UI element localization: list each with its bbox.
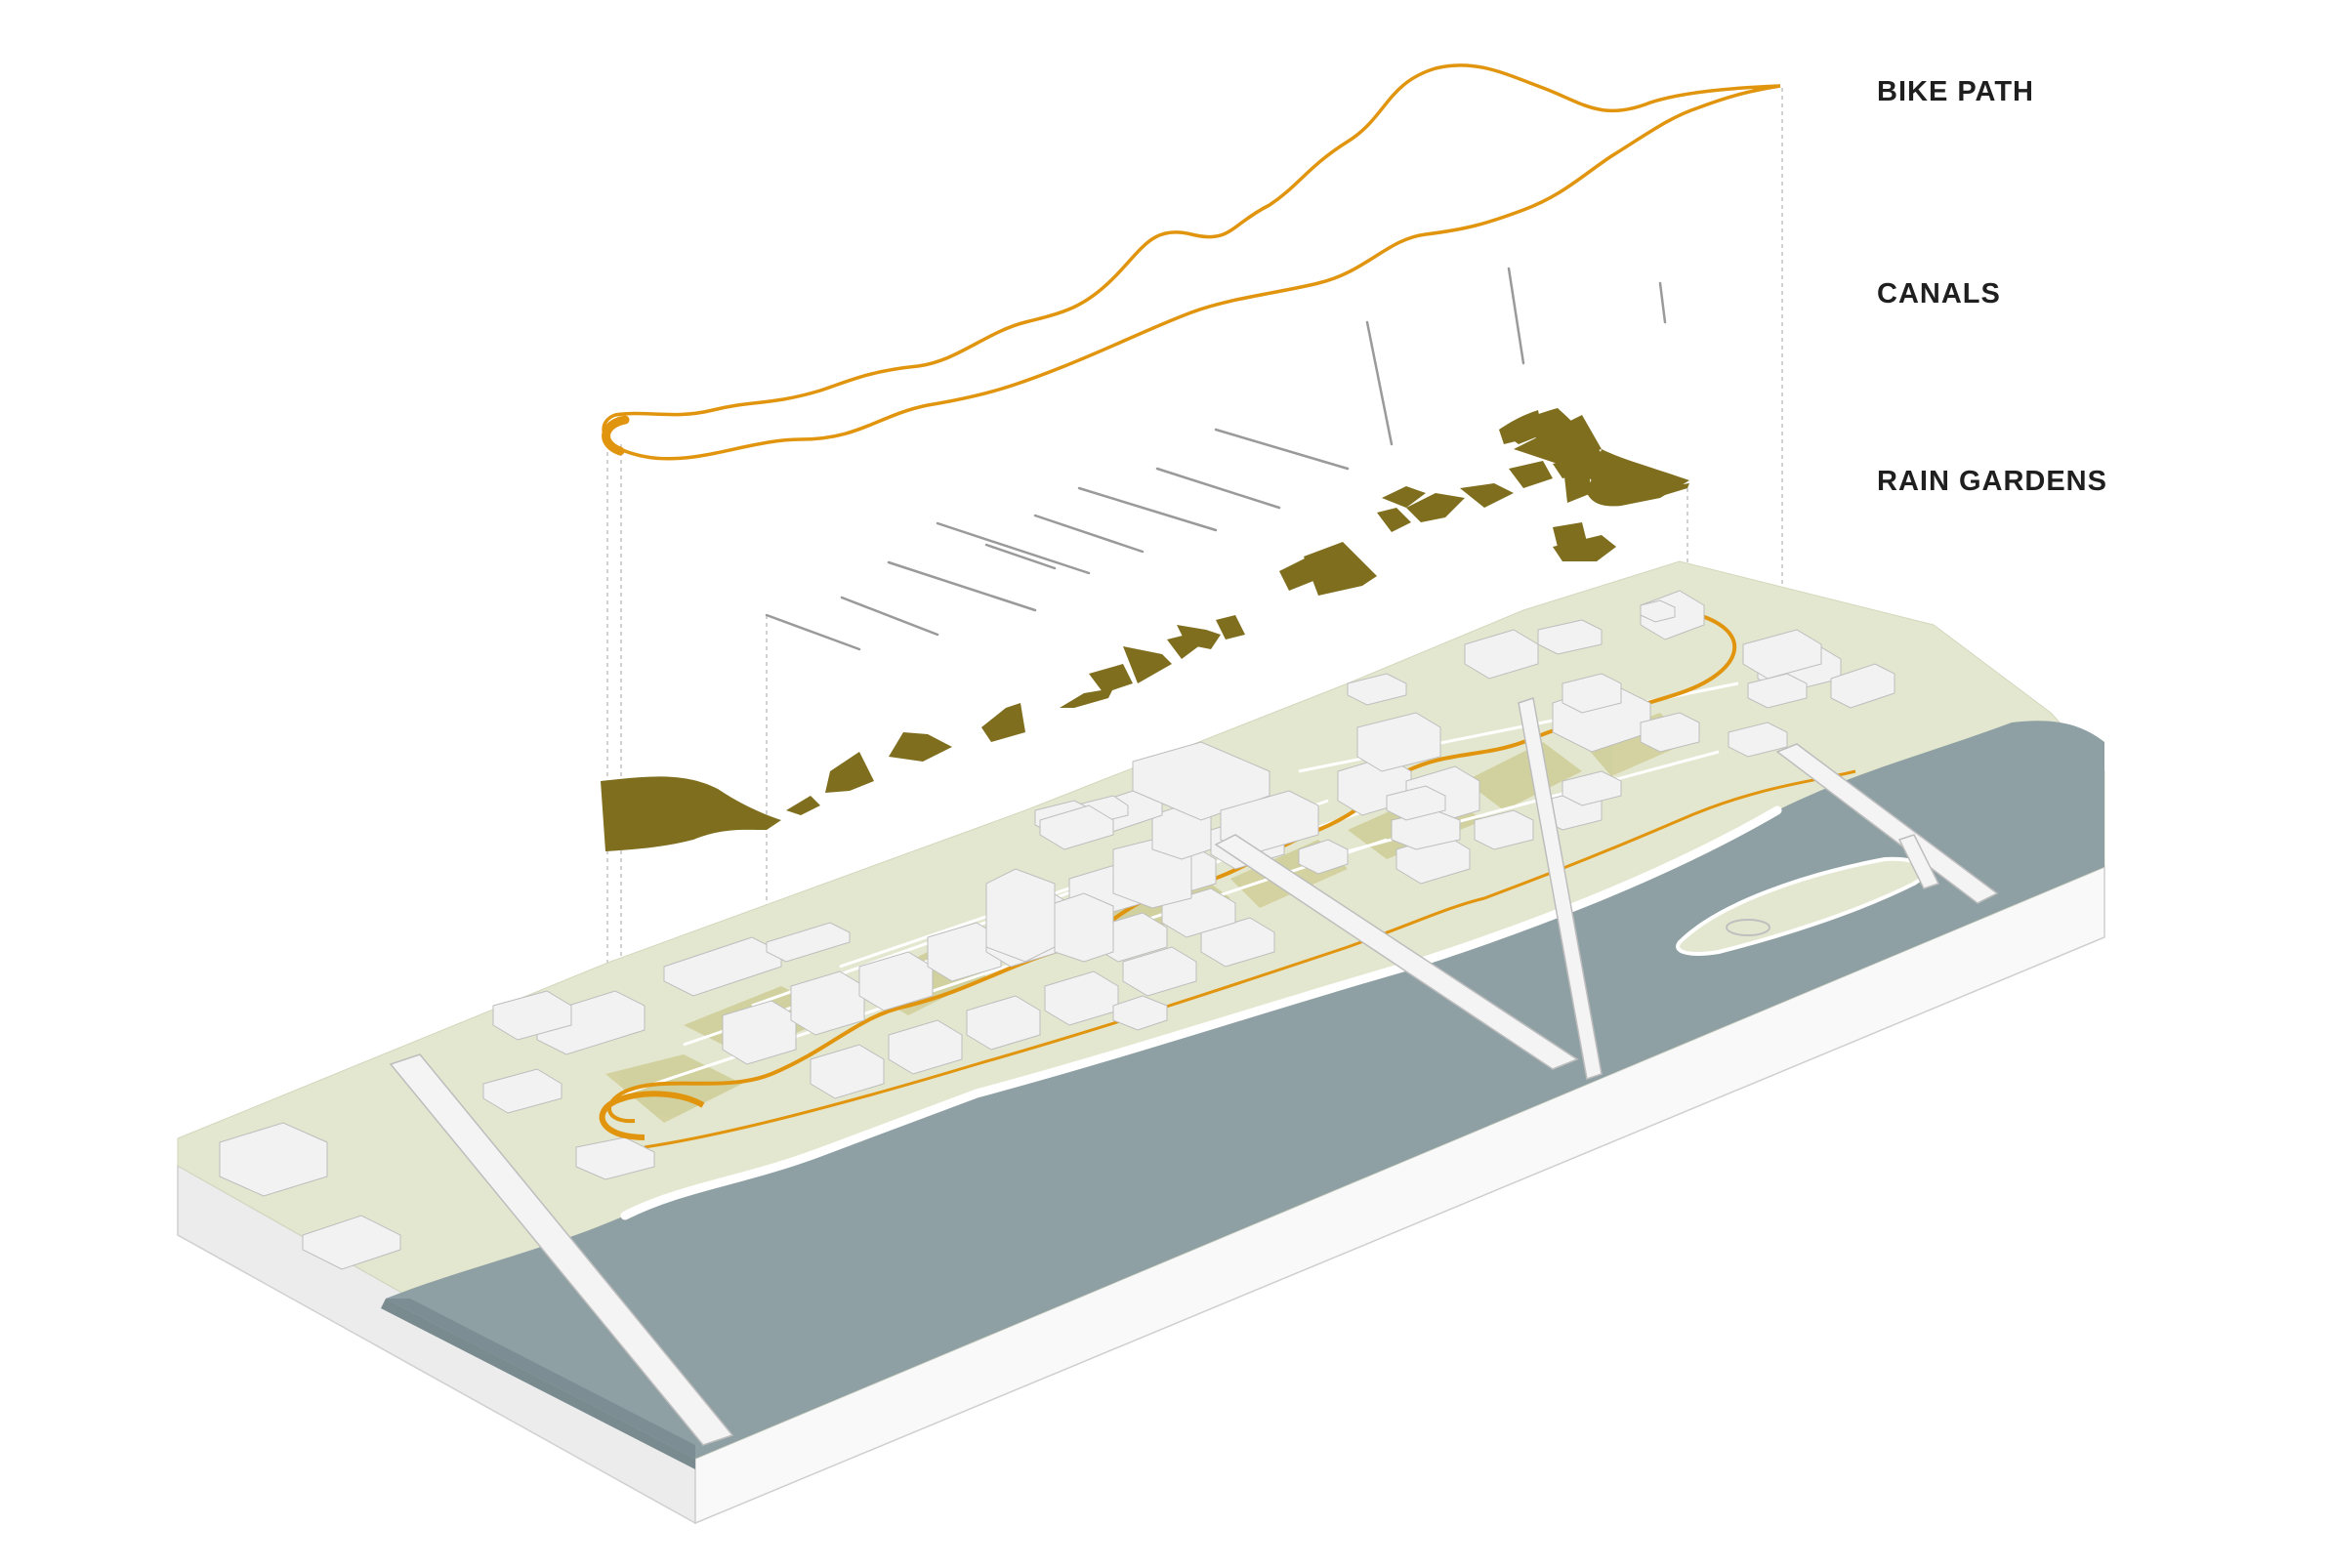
canal xyxy=(1367,322,1392,444)
rain-garden xyxy=(1509,461,1553,488)
rain-garden xyxy=(1587,449,1689,506)
bike-path-loop xyxy=(604,65,1780,459)
rain-garden xyxy=(786,796,820,815)
canals-layer xyxy=(767,268,1665,649)
bike-path-layer xyxy=(604,65,1780,459)
canal xyxy=(1216,430,1348,469)
canal xyxy=(1079,488,1216,530)
rain-garden xyxy=(981,703,1025,742)
canal xyxy=(842,598,937,635)
rain-garden xyxy=(601,776,781,851)
tower xyxy=(986,869,1055,962)
canal xyxy=(1509,268,1523,363)
rain-garden xyxy=(1089,664,1133,693)
rain-garden xyxy=(825,752,874,793)
canal xyxy=(937,523,1089,573)
rain-garden xyxy=(1377,508,1411,532)
rain-garden xyxy=(889,732,952,762)
canal xyxy=(986,545,1055,568)
site-base-block xyxy=(178,561,2104,1523)
label-rain-gardens: RAIN GARDENS xyxy=(1877,466,2107,498)
rain-garden xyxy=(1304,542,1377,596)
canal xyxy=(767,615,859,649)
tower xyxy=(1055,893,1113,962)
rain-garden xyxy=(1216,615,1245,640)
canal xyxy=(1157,469,1279,508)
rain-garden xyxy=(1460,483,1514,508)
bike-path-loop-end xyxy=(606,420,625,451)
label-canals: CANALS xyxy=(1877,278,2001,310)
canal xyxy=(889,562,1035,610)
canal xyxy=(1035,516,1143,552)
rain-garden xyxy=(1123,646,1172,683)
label-bike-path: BIKE PATH xyxy=(1877,76,2034,108)
canal xyxy=(1660,283,1665,322)
